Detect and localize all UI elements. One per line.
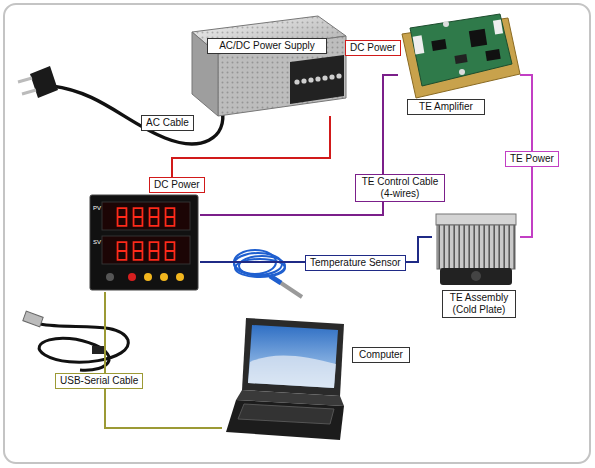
laptop-part [238,404,334,424]
temperature-controller-part [166,208,175,226]
power-supply-part [329,74,334,79]
power-supply-part [308,77,313,82]
temperature-controller-part [118,242,127,260]
power-supply-part [301,78,306,83]
te-amplifier-part [431,39,446,51]
te-amplifier-part [485,49,500,61]
usb-cable-part [39,324,128,370]
temperature-controller-part [90,195,198,290]
laptop-part [248,325,338,388]
laptop-part [242,318,344,396]
cable-label: DC Power [345,40,401,56]
device-node: AC/DC Power Supply [185,14,347,116]
cable-label: DC Power [149,177,205,193]
te-amplifier-part [443,21,449,27]
temperature-controller-part [176,273,184,281]
temperature-controller-part [134,208,143,226]
power-supply-part [192,16,346,54]
temperature-sensor [234,250,302,297]
power-supply-part [294,79,299,84]
power-supply-part [336,73,341,78]
cable-label: Temperature Sensor [305,255,406,271]
temperature-controller-part [102,202,190,230]
temperature-controller-part [150,242,159,260]
te-assembly-part [440,268,512,285]
temperature-controller-part [106,273,114,281]
ac-cable-part [18,78,36,94]
usb-cable-part [23,311,43,327]
laptop [226,318,344,440]
laptop-part [226,400,344,440]
te-amplifier [402,14,520,98]
te-assembly [436,214,516,285]
power-supply-part [192,16,346,54]
temperature-controller-part [118,208,127,226]
laptop-part [248,355,336,388]
cable-label: TE Power [505,151,559,167]
temperature-sensor-part [270,276,281,283]
power-supply-part [315,76,320,81]
device-label: AC/DC Power Supply [207,38,327,54]
te-amplifier-part [493,19,503,34]
temperature-controller [90,195,198,290]
temperature-controller-part [134,242,143,260]
temperature-controller-part [102,236,190,264]
power-supply-part [322,75,327,80]
temperature-controller-part [166,242,175,260]
power-supply-part [290,55,344,104]
display-label: SV [93,239,101,246]
cable-wire [105,292,222,428]
device-node: Computer [222,315,412,445]
te-amplifier-part [454,54,467,64]
te-amplifier-part [459,69,465,75]
device-label: TE Amplifier [407,99,485,115]
te-amplifier-part [410,14,512,86]
page-frame [4,4,590,463]
te-assembly-part [437,225,515,269]
usb-cable [23,311,129,370]
temperature-controller-part [144,273,152,281]
device-node: TE Amplifier [398,8,520,120]
te-amplifier-part [469,29,487,47]
te-assembly-part [471,271,481,281]
cable-label: TE Control Cable (4-wires) [355,174,445,202]
power-supply [192,16,346,116]
te-amplifier-part [413,35,425,54]
temperature-controller-part [128,273,136,281]
cable-label: AC Cable [141,115,194,131]
usb-cable-part [92,346,106,354]
device-node: TE Assembly (Cold Plate) [432,213,520,327]
te-assembly-part [436,214,516,225]
temperature-controller-part [150,208,159,226]
temperature-controller-part [160,273,168,281]
display-label: PV [93,205,101,212]
device-node: PV SV [88,193,200,292]
device-label: Computer [352,347,410,363]
cable-label: USB-Serial Cable [55,373,143,389]
device-label: TE Assembly (Cold Plate) [442,290,516,318]
ac-cable-part [30,66,58,98]
